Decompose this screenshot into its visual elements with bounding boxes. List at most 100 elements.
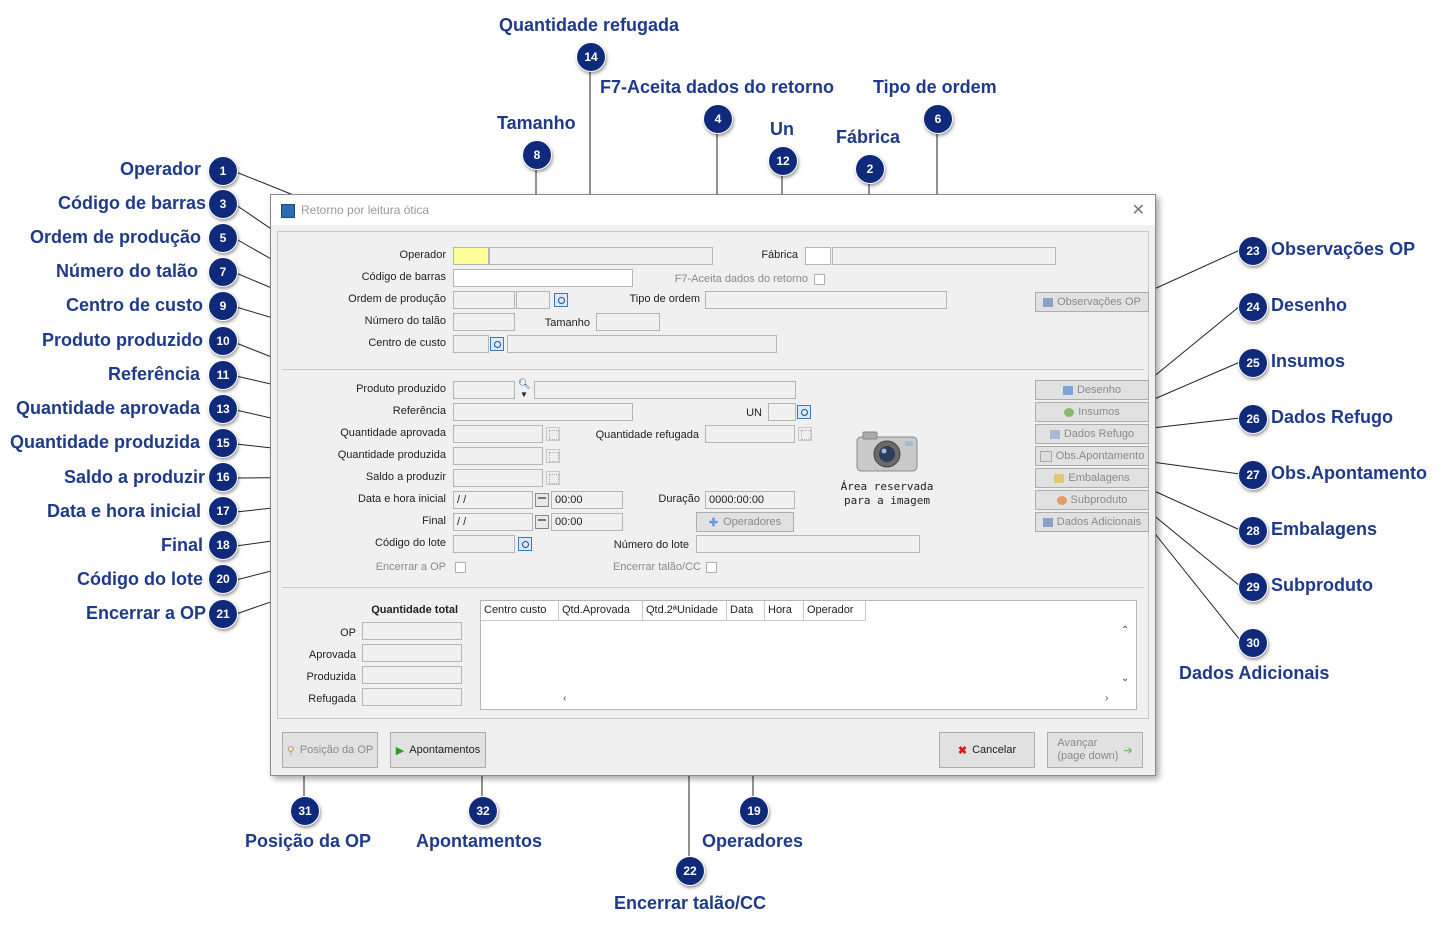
callout-badge: 5 bbox=[208, 223, 238, 253]
hora-final-field[interactable]: 00:00 bbox=[551, 513, 623, 531]
callout-badge: 28 bbox=[1238, 516, 1268, 546]
grid-col-header[interactable]: Qtd.2ªUnidade bbox=[643, 601, 727, 621]
lookup-icon[interactable] bbox=[797, 405, 811, 419]
codigo-lote-field[interactable] bbox=[453, 535, 515, 553]
obs-apontamento-button[interactable]: Obs.Apontamento bbox=[1035, 446, 1149, 466]
calculator-icon[interactable] bbox=[546, 471, 560, 485]
chevron-down-icon[interactable]: ▼ bbox=[520, 390, 528, 399]
dialog-window: Retorno por leitura ótica ✕ Operador Fáb… bbox=[270, 194, 1156, 776]
grid-col-header[interactable]: Data bbox=[727, 601, 765, 621]
callout-label: Código de barras bbox=[58, 193, 207, 213]
data-hora-inicial-label: Data e hora inicial bbox=[357, 493, 446, 505]
image-icon bbox=[1062, 385, 1073, 395]
apontamentos-grid[interactable]: Centro custo Qtd.Aprovada Qtd.2ªUnidade … bbox=[480, 600, 1137, 710]
callout-badge: 27 bbox=[1238, 460, 1268, 490]
grid-col-header[interactable]: Qtd.Aprovada bbox=[559, 601, 643, 621]
fabrica-code-field[interactable] bbox=[805, 247, 831, 265]
callout-label: Obs.Apontamento bbox=[1271, 463, 1427, 483]
callout-label: Insumos bbox=[1271, 351, 1346, 371]
dados-refugo-button[interactable]: Dados Refugo bbox=[1035, 424, 1149, 444]
callout-badge: 3 bbox=[208, 189, 238, 219]
qtd-refugada-field[interactable] bbox=[705, 425, 795, 443]
callout-badge: 10 bbox=[208, 326, 238, 356]
grid-col-header[interactable]: Operador bbox=[804, 601, 866, 621]
ordem-producao-seq-field[interactable] bbox=[516, 291, 550, 309]
calculator-icon[interactable] bbox=[546, 449, 560, 463]
search-icon[interactable]: 🔍︎ bbox=[518, 379, 531, 390]
calendar-icon[interactable] bbox=[535, 515, 549, 529]
form-panel: Operador Fábrica Código de barras F7-Ace… bbox=[277, 231, 1149, 719]
posicao-op-button[interactable]: ⚲Posição da OP bbox=[282, 732, 378, 768]
centro-custo-code-field[interactable] bbox=[453, 335, 489, 353]
subproduto-button[interactable]: Subproduto bbox=[1035, 490, 1149, 510]
callout-label: Observações OP bbox=[1271, 239, 1416, 259]
operadores-button[interactable]: ✚Operadores bbox=[696, 512, 794, 532]
calendar-icon[interactable] bbox=[535, 493, 549, 507]
avancar-button[interactable]: Avançar (page down) ➜ bbox=[1047, 732, 1143, 768]
f7-checkbox[interactable] bbox=[814, 274, 825, 285]
insumos-button[interactable]: Insumos bbox=[1035, 402, 1149, 422]
callout-label: Un bbox=[770, 119, 794, 139]
app-icon bbox=[281, 204, 295, 218]
embalagens-button[interactable]: Embalagens bbox=[1035, 468, 1149, 488]
callout-badge: 17 bbox=[208, 496, 238, 526]
observacoes-op-button[interactable]: Observações OP bbox=[1035, 292, 1149, 312]
produto-code-field[interactable] bbox=[453, 381, 515, 399]
callout-label: Operadores bbox=[702, 831, 804, 851]
codigo-barras-input[interactable] bbox=[453, 269, 633, 287]
callout-label: Saldo a produzir bbox=[64, 467, 206, 487]
lookup-icon[interactable] bbox=[490, 337, 504, 351]
callout-label: Final bbox=[161, 535, 204, 555]
encerrar-talao-checkbox[interactable] bbox=[706, 562, 717, 573]
qtd-produzida-field[interactable] bbox=[453, 447, 543, 465]
calculator-icon[interactable] bbox=[546, 427, 560, 441]
scroll-up-icon[interactable]: ⌃ bbox=[1121, 625, 1130, 636]
numero-talao-field[interactable] bbox=[453, 313, 515, 331]
data-final-field[interactable]: / / bbox=[453, 513, 533, 531]
scroll-right-icon[interactable]: › bbox=[1105, 693, 1109, 704]
scroll-down-icon[interactable]: ⌄ bbox=[1121, 673, 1130, 684]
encerrar-op-checkbox[interactable] bbox=[455, 562, 466, 573]
cancelar-button[interactable]: ✖Cancelar bbox=[939, 732, 1035, 768]
callout-badge: 14 bbox=[576, 42, 606, 72]
dados-refugo-label: Dados Refugo bbox=[1063, 428, 1135, 440]
hora-inicial-field[interactable]: 00:00 bbox=[551, 491, 623, 509]
arrow-right-icon: ➜ bbox=[1123, 744, 1133, 757]
grid-col-header[interactable]: Hora bbox=[765, 601, 804, 621]
dados-adicionais-button[interactable]: Dados Adicionais bbox=[1035, 512, 1149, 532]
callout-badge: 1 bbox=[208, 156, 238, 186]
total-produzida-field bbox=[362, 666, 462, 684]
close-icon[interactable]: ✕ bbox=[1131, 202, 1145, 219]
referencia-field[interactable] bbox=[453, 403, 633, 421]
callout-label: Desenho bbox=[1271, 295, 1348, 315]
desenho-button[interactable]: Desenho bbox=[1035, 380, 1149, 400]
qtd-aprovada-field[interactable] bbox=[453, 425, 543, 443]
callout-label: Subproduto bbox=[1271, 575, 1373, 595]
document-icon bbox=[1049, 429, 1060, 439]
fabrica-label: Fábrica bbox=[761, 249, 798, 261]
embalagens-label: Embalagens bbox=[1068, 472, 1130, 484]
grid-col-header[interactable]: Centro custo bbox=[481, 601, 559, 621]
un-field[interactable] bbox=[768, 403, 796, 421]
scroll-left-icon[interactable]: ‹ bbox=[563, 693, 567, 704]
apontamentos-button[interactable]: ▶Apontamentos bbox=[390, 732, 486, 768]
callout-label: Encerrar a OP bbox=[86, 603, 207, 623]
apontamentos-label: Apontamentos bbox=[409, 744, 481, 756]
callout-label: Centro de custo bbox=[66, 295, 204, 315]
data-inicial-field[interactable]: / / bbox=[453, 491, 533, 509]
numero-lote-label: Número do lote bbox=[613, 539, 689, 551]
saldo-field bbox=[453, 469, 543, 487]
total-refugada-label: Refugada bbox=[308, 693, 356, 705]
callout-label: Tamanho bbox=[497, 113, 576, 133]
callout-badge: 15 bbox=[208, 428, 238, 458]
produto-produzido-label: Produto produzido bbox=[356, 383, 446, 395]
ordem-producao-field[interactable] bbox=[453, 291, 515, 309]
callout-badge: 8 bbox=[522, 140, 552, 170]
total-op-field bbox=[362, 622, 462, 640]
lookup-icon[interactable] bbox=[554, 293, 568, 307]
callout-badge: 22 bbox=[675, 856, 705, 886]
operador-code-field[interactable] bbox=[453, 247, 489, 265]
callout-label: Tipo de ordem bbox=[873, 77, 997, 97]
lookup-icon[interactable] bbox=[518, 537, 532, 551]
calculator-icon[interactable] bbox=[798, 427, 812, 441]
